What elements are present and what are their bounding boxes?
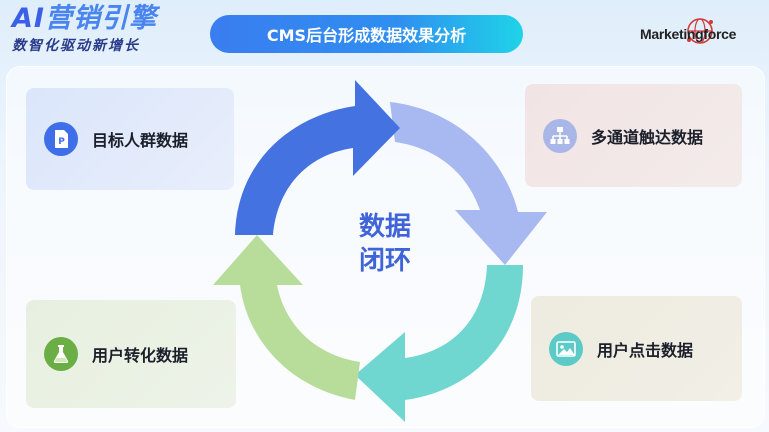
center-line-2: 闭环 [358, 246, 411, 276]
globe-icon [687, 18, 713, 44]
card-multichannel-label: 多通道触达数据 [591, 127, 704, 147]
image-icon [549, 331, 583, 366]
brand-subtitle: 数智化驱动新增长 [12, 38, 140, 54]
data-loop-cycle [213, 80, 547, 422]
arrow-bottom-left [213, 235, 360, 400]
arrow-top-left [235, 80, 400, 235]
marketingforce-logo: Marketingforce [640, 18, 760, 52]
card-click: 用户点击数据 [531, 296, 742, 401]
logo-text: Marketingforce [640, 26, 737, 42]
card-conversion: 用户转化数据 [26, 300, 236, 408]
card-click-label: 用户点击数据 [597, 340, 694, 360]
card-multichannel: 多通道触达数据 [525, 84, 742, 187]
org-chart-icon [543, 118, 577, 153]
flask-icon [44, 337, 78, 371]
brand-title-rest: 营销引擎 [44, 3, 157, 34]
page-title: CMS后台形成数据效果分析 [210, 15, 523, 53]
arrow-top-right [390, 102, 547, 265]
brand: AI营销引擎 数智化驱动新增长 [12, 4, 192, 55]
center-label: 数据 闭环 [335, 210, 435, 278]
center-line-1: 数据 [358, 212, 411, 242]
document-p-icon: P [44, 122, 78, 156]
brand-title: AI营销引擎 [12, 4, 192, 34]
card-conversion-label: 用户转化数据 [92, 346, 189, 365]
brand-title-ai: AI [12, 3, 45, 34]
card-target-audience: P 目标人群数据 [26, 88, 234, 190]
card-target-label: 目标人群数据 [92, 131, 189, 150]
arrow-bottom-right [355, 265, 523, 422]
svg-text:P: P [58, 137, 65, 147]
